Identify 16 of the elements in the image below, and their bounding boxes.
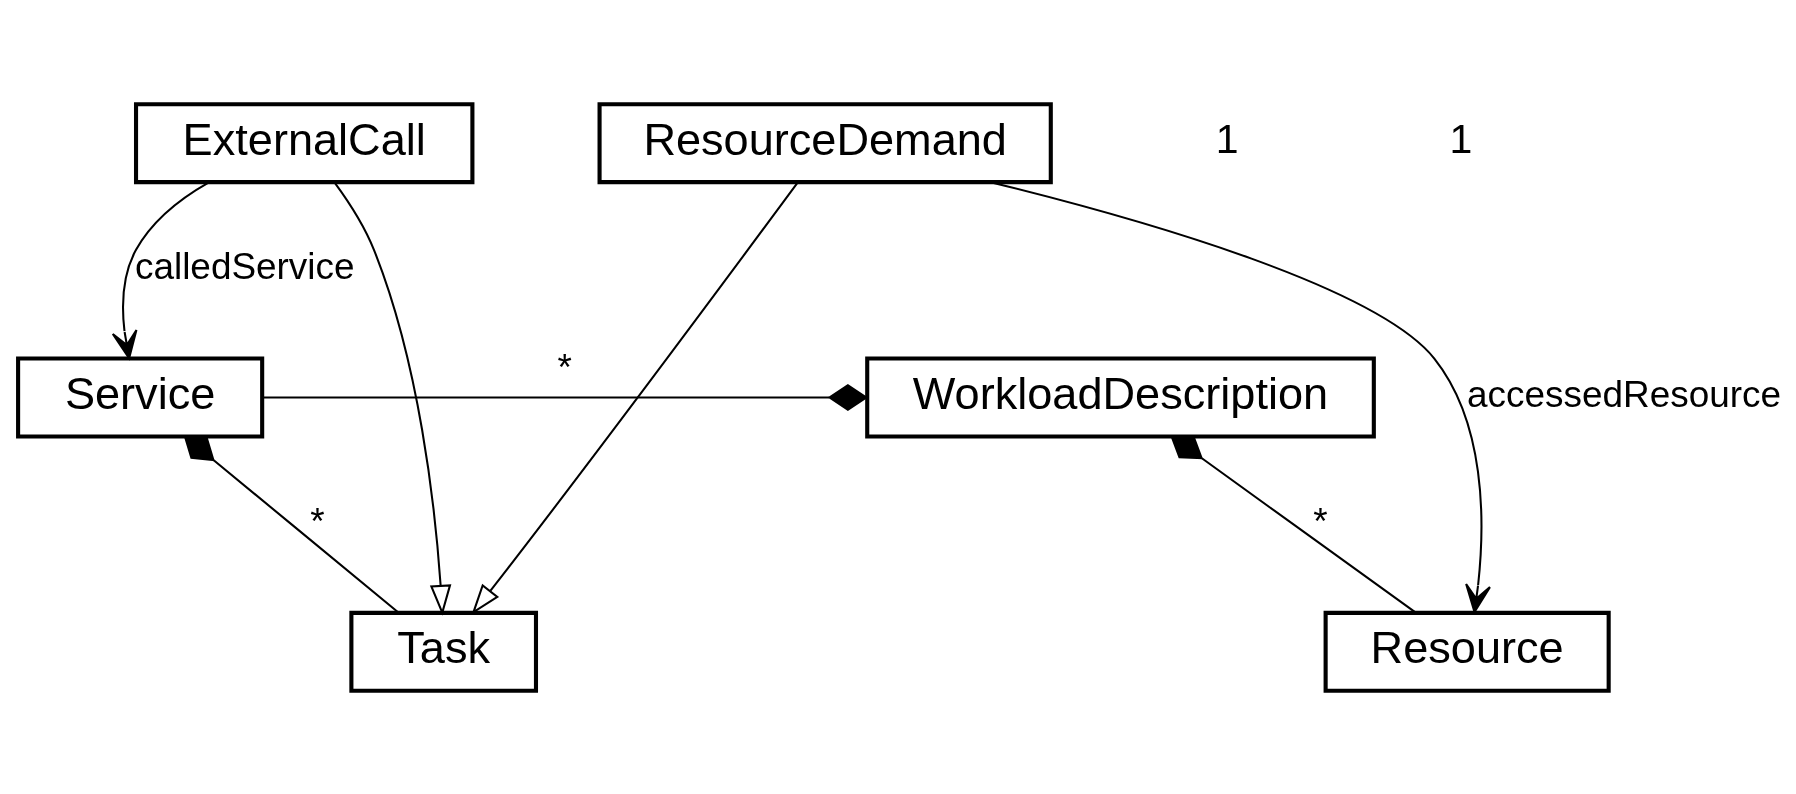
node-box: Task xyxy=(348,610,538,693)
arrow xyxy=(333,181,451,616)
label: 1 xyxy=(1449,115,1472,162)
arrow xyxy=(111,181,209,359)
node-box: Service xyxy=(15,355,264,439)
node-box: ExternalCall xyxy=(133,101,474,184)
connector xyxy=(261,383,868,411)
edge-label: calledService xyxy=(134,245,354,287)
edge-label: * xyxy=(557,346,572,388)
node-box: Resource xyxy=(1323,610,1611,693)
edge-label: * xyxy=(309,500,325,542)
node-box: WorkloadDescription xyxy=(864,355,1376,439)
edge-label: accessedResource xyxy=(1466,373,1781,415)
label: 1 xyxy=(1215,115,1239,162)
edge-label: * xyxy=(1312,500,1328,542)
node-box: ResourceDemand xyxy=(597,101,1053,184)
